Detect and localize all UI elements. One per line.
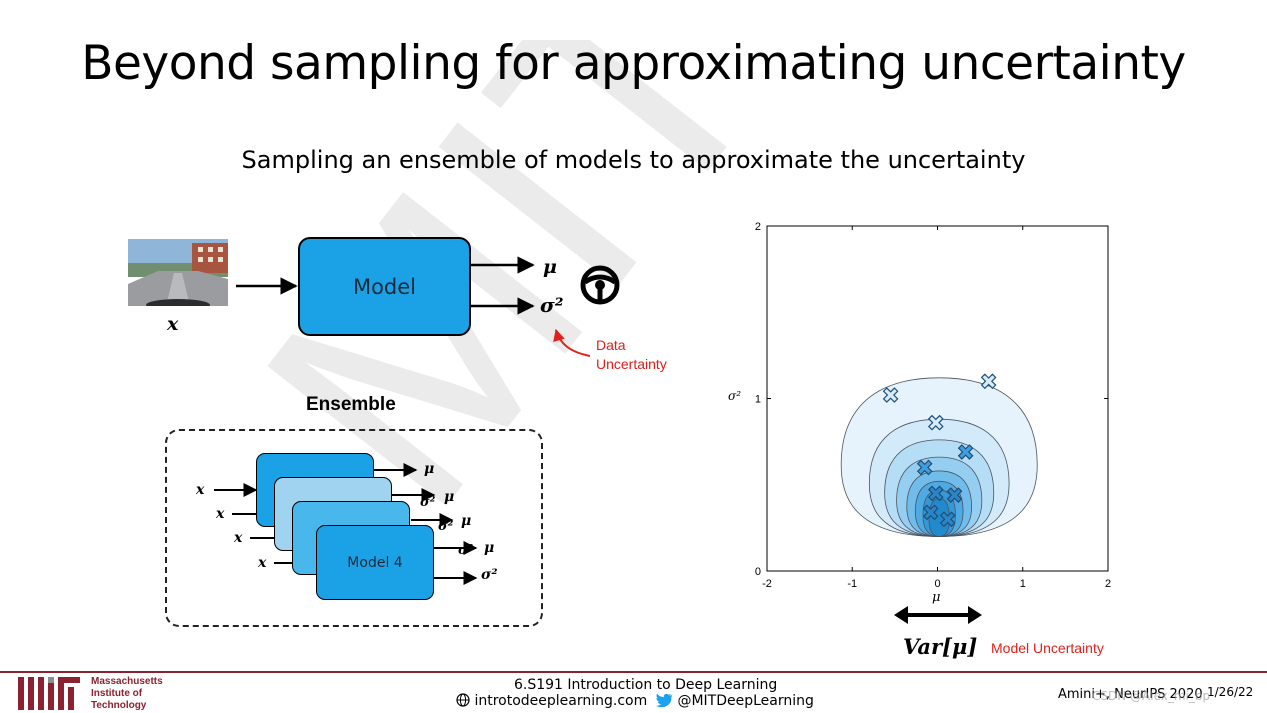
ensemble-x-2: x <box>216 506 225 522</box>
twitter-handle: @MITDeepLearning <box>677 693 814 709</box>
ensemble-sigma-2: σ² <box>438 519 454 534</box>
website-link[interactable]: introtodeeplearning.com <box>456 693 647 709</box>
mit-name-line1: Massachusetts <box>91 676 163 687</box>
ensemble-model-4-label: Model 4 <box>347 554 403 571</box>
ensemble-x-1: x <box>196 482 205 498</box>
mit-logo <box>18 677 80 711</box>
y-tick-label: 2 <box>755 221 761 233</box>
mit-name-line2: Institute of <box>91 688 143 699</box>
sample-point-x-marker <box>939 511 956 528</box>
input-image <box>128 239 228 306</box>
ensemble-mu-4: μ <box>484 540 495 556</box>
footer-divider <box>0 671 1267 673</box>
ensemble-x-3: x <box>234 530 243 546</box>
sample-point-x-marker <box>980 373 997 390</box>
mit-name: Massachusetts Institute of Technology <box>91 676 163 712</box>
ensemble-sigma-3: σ² <box>458 543 474 558</box>
csdn-overlay: CSDN @Alex_mi_bp <box>1092 689 1211 703</box>
sample-point-x-marker <box>927 485 944 502</box>
sample-point-x-marker <box>946 487 963 503</box>
sample-point-x-marker <box>916 459 933 476</box>
globe-icon <box>456 693 474 709</box>
sample-point-x-marker <box>927 414 944 431</box>
ensemble-mu-1: μ <box>424 461 435 477</box>
data-uncertainty-line2: Uncertainty <box>596 356 667 372</box>
slide-subtitle: Sampling an ensemble of models to approx… <box>241 146 1026 174</box>
sample-point-x-marker <box>957 444 974 460</box>
y-tick-label: 0 <box>755 566 761 578</box>
y-tick-label: 1 <box>755 394 761 406</box>
ensemble-sigma-1: σ² <box>420 495 436 510</box>
uncertainty-plot: -2 -1 0 1 2 0 1 2 <box>755 221 1111 590</box>
plot-xlabel: μ <box>932 590 941 605</box>
ensemble-mu-2: μ <box>444 489 455 505</box>
model-uncertainty-label: Model Uncertainty <box>991 640 1104 656</box>
x-tick-label: 1 <box>1020 578 1026 590</box>
sample-point-x-marker <box>882 387 899 403</box>
data-uncertainty-annotation: Data Uncertainty <box>596 336 667 374</box>
twitter-link[interactable]: @MITDeepLearning <box>656 693 814 709</box>
steering-wheel-icon <box>580 265 620 305</box>
output-sigma-label: σ² <box>540 293 564 317</box>
model-label: Model <box>352 274 417 299</box>
website-text: introtodeeplearning.com <box>474 693 648 709</box>
axis-ticks: -2 -1 0 1 2 0 1 2 <box>755 221 1111 590</box>
data-uncertainty-line1: Data <box>596 337 626 353</box>
mit-name-line3: Technology <box>91 700 147 711</box>
output-mu-label: μ <box>543 256 557 278</box>
input-x-label: x <box>167 313 179 335</box>
ensemble-contours <box>840 377 1038 537</box>
variance-double-arrow <box>894 606 982 624</box>
ensemble-title: Ensemble <box>306 394 396 415</box>
twitter-bird-icon <box>656 693 677 709</box>
x-tick-label: -1 <box>847 578 857 590</box>
sample-points <box>882 373 997 528</box>
sample-point-x-marker <box>922 504 939 521</box>
ensemble-sigma-4: σ² <box>481 567 498 583</box>
variance-formula: Var[μ] <box>903 634 978 659</box>
x-tick-label: 0 <box>934 578 940 590</box>
x-tick-label: -2 <box>762 578 772 590</box>
slide-date: 1/26/22 <box>1207 685 1254 699</box>
ensemble-mu-3: μ <box>461 513 472 529</box>
slide-title: Beyond sampling for approximating uncert… <box>81 36 1186 91</box>
model-box: Model <box>298 237 471 336</box>
ensemble-model-4: Model 4 <box>316 525 434 600</box>
plot-ylabel: σ² <box>728 389 742 403</box>
ensemble-x-4: x <box>258 555 267 571</box>
ensemble-container <box>165 429 543 627</box>
reference: Amini+, NeurIPS 2020 <box>1058 687 1203 702</box>
course-name: 6.S191 Introduction to Deep Learning <box>514 677 778 693</box>
x-tick-label: 2 <box>1105 578 1111 590</box>
